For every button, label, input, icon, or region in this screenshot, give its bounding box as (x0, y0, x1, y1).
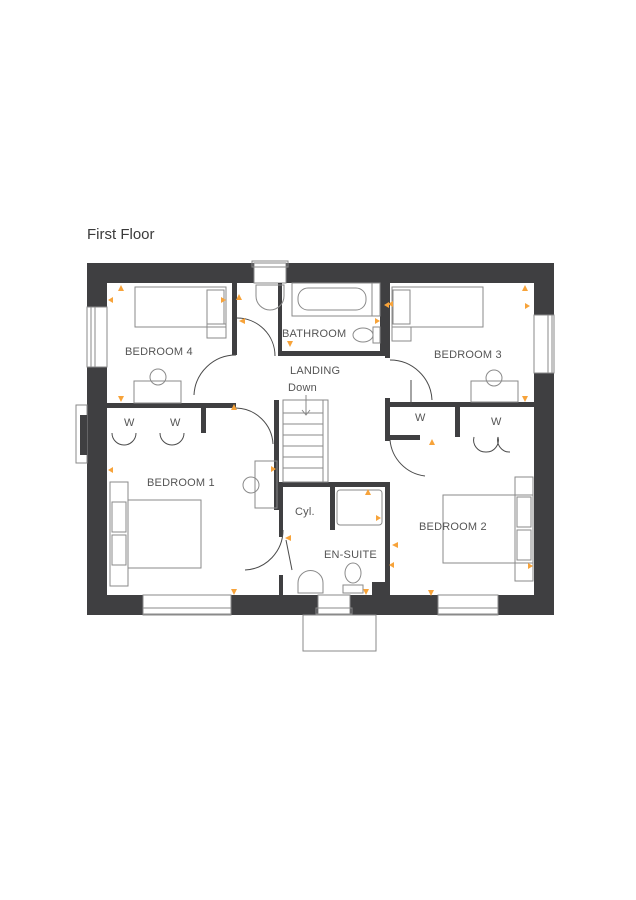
room-labels: BEDROOM 4 BATHROOM BEDROOM 3 LANDING Dow… (124, 328, 502, 561)
furniture (109, 282, 534, 594)
label-bathroom: BATHROOM (282, 328, 346, 340)
marker-icon (428, 590, 434, 596)
floor-title: First Floor (87, 226, 155, 243)
marker-icon (285, 535, 291, 541)
marker-icon (525, 303, 530, 309)
marker-icon (118, 396, 124, 402)
label-bedroom2: BEDROOM 2 (419, 521, 487, 533)
marker-icon (108, 297, 113, 303)
marker-icon (239, 318, 245, 324)
label-stairs-down: Down (288, 382, 317, 394)
doors (193, 317, 433, 571)
label-wardrobe: W (415, 412, 426, 424)
marker-icon (363, 589, 369, 595)
marker-icon (365, 489, 371, 495)
marker-icon (231, 589, 237, 595)
marker-icon (376, 515, 381, 521)
dimension-markers (108, 285, 533, 596)
marker-icon (389, 562, 394, 568)
label-wardrobe: W (491, 416, 502, 428)
marker-icon (429, 439, 435, 445)
label-bedroom1: BEDROOM 1 (147, 477, 215, 489)
marker-icon (236, 294, 242, 300)
marker-icon (388, 301, 393, 307)
label-ensuite: EN-SUITE (324, 549, 377, 561)
staircase (282, 395, 329, 483)
marker-icon (118, 285, 124, 291)
label-cylinder: Cyl. (295, 506, 315, 518)
marker-icon (522, 285, 528, 291)
label-wardrobe: W (170, 417, 181, 429)
label-bedroom4: BEDROOM 4 (125, 346, 193, 358)
marker-icon (392, 542, 398, 548)
marker-icon (271, 466, 276, 472)
label-wardrobe: W (124, 417, 135, 429)
internal-walls (107, 283, 534, 595)
windows (75, 260, 555, 652)
marker-icon (522, 396, 528, 402)
marker-icon (384, 302, 389, 308)
marker-icon (375, 318, 380, 324)
marker-icon (528, 563, 533, 569)
marker-icon (231, 404, 237, 410)
marker-icon (287, 341, 293, 347)
marker-icon (108, 467, 113, 473)
label-landing: LANDING (290, 365, 340, 377)
marker-icon (221, 297, 226, 303)
label-bedroom3: BEDROOM 3 (434, 349, 502, 361)
wardrobes (111, 432, 511, 453)
